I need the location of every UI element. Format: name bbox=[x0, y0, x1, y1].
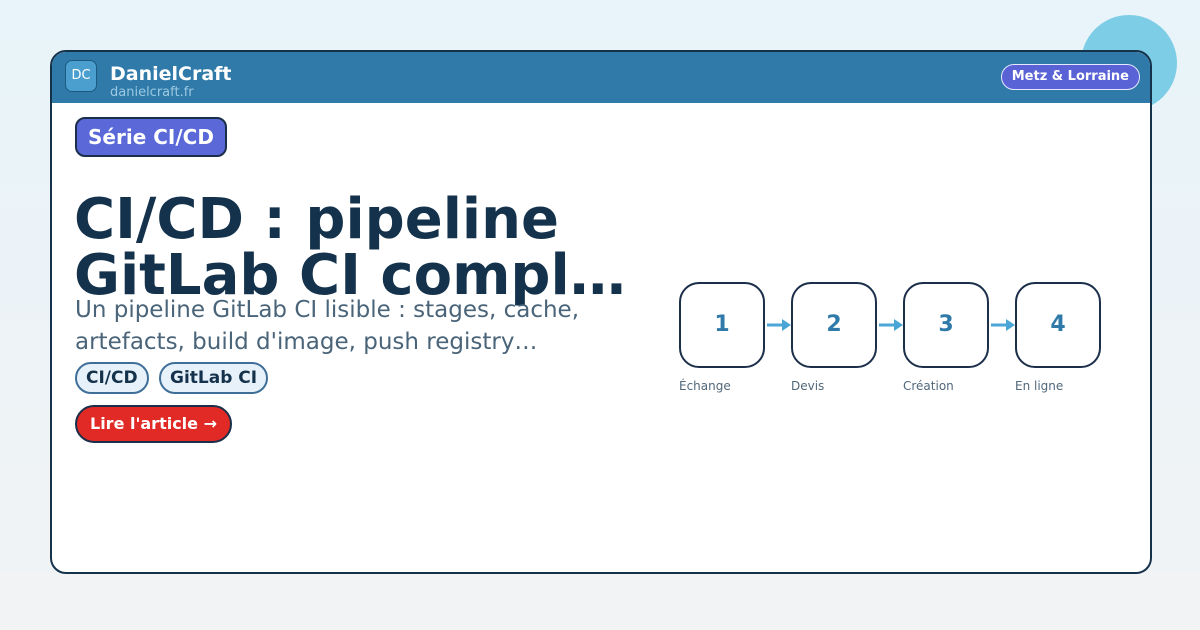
series-badge[interactable]: Série CI/CD bbox=[75, 117, 227, 157]
brand-name[interactable]: DanielCraft bbox=[110, 63, 232, 85]
step-4-box: 4 bbox=[1015, 282, 1101, 368]
step-1-box: 1 bbox=[679, 282, 765, 368]
tag-ci-cd[interactable]: CI/CD bbox=[75, 362, 149, 394]
step-2-label: Devis bbox=[791, 379, 825, 393]
article-excerpt: Un pipeline GitLab CI lisible : stages, … bbox=[75, 294, 635, 358]
article-title-line: GitLab CI compl… bbox=[74, 243, 626, 308]
article-title-line: CI/CD : pipeline bbox=[74, 187, 559, 252]
brand-logo: DC bbox=[65, 60, 97, 92]
arrow-right-icon bbox=[767, 319, 791, 331]
article-card: DC DanielCraft danielcraft.fr Metz & Lor… bbox=[50, 50, 1152, 574]
article-excerpt-line: artefacts, build d'image, push registry… bbox=[75, 329, 538, 355]
article-title: CI/CD : pipeline GitLab CI compl… bbox=[74, 192, 674, 304]
step-4-label: En ligne bbox=[1015, 379, 1064, 393]
tag-gitlab-ci[interactable]: GitLab CI bbox=[159, 362, 269, 394]
read-article-button[interactable]: Lire l'article → bbox=[75, 405, 232, 443]
arrow-right-icon bbox=[991, 319, 1015, 331]
step-3-label: Création bbox=[903, 379, 954, 393]
article-excerpt-line: Un pipeline GitLab CI lisible : stages, … bbox=[75, 297, 580, 323]
step-1-label: Échange bbox=[679, 379, 731, 393]
card-header: DC DanielCraft danielcraft.fr Metz & Lor… bbox=[52, 52, 1150, 103]
arrow-right-icon bbox=[879, 319, 903, 331]
page-bottom-band bbox=[0, 572, 1200, 630]
brand-url[interactable]: danielcraft.fr bbox=[110, 85, 194, 100]
step-3-box: 3 bbox=[903, 282, 989, 368]
step-2-box: 2 bbox=[791, 282, 877, 368]
region-badge: Metz & Lorraine bbox=[1000, 64, 1140, 90]
